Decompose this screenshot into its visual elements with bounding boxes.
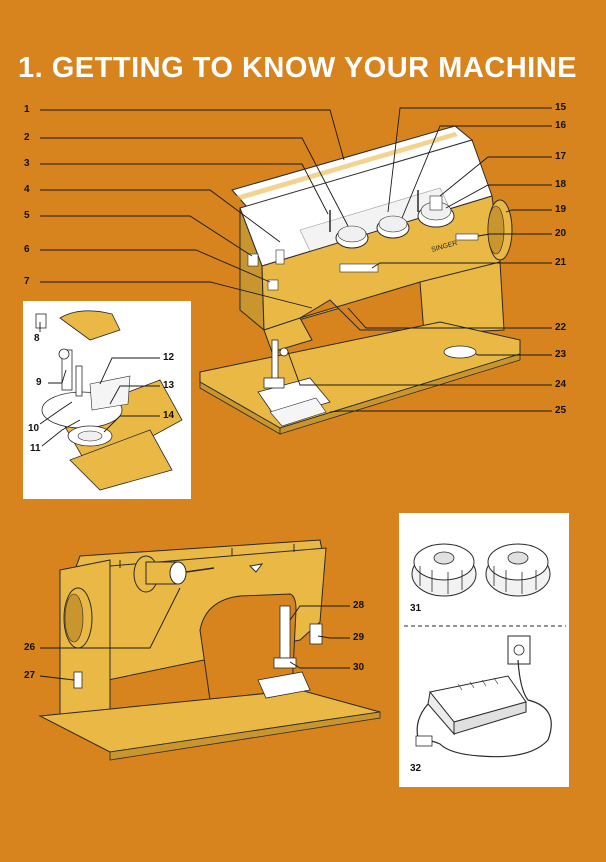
callout-27: 27 (24, 670, 36, 681)
callout-1: 1 (24, 104, 30, 115)
callout-29: 29 (353, 632, 365, 643)
accessories-drawing (399, 513, 569, 787)
callout-3: 3 (24, 158, 30, 169)
callout-21: 21 (555, 257, 567, 268)
callout-25: 25 (555, 405, 567, 416)
callout-31: 31 (410, 603, 422, 614)
pattern-cam-right (485, 543, 551, 597)
inset-detail-drawing (23, 301, 191, 499)
rear-view-machine (38, 539, 381, 761)
callout-30: 30 (353, 662, 365, 673)
callout-15: 15 (555, 102, 567, 113)
callout-28: 28 (353, 600, 365, 611)
callout-32: 32 (410, 763, 422, 774)
callout-22: 22 (555, 322, 567, 333)
callout-14: 14 (163, 410, 175, 421)
callout-23: 23 (555, 349, 567, 360)
front-view-machine: SINGER (40, 107, 552, 435)
callout-11: 11 (30, 443, 41, 454)
callout-26: 26 (24, 642, 36, 653)
callout-12: 12 (163, 352, 175, 363)
callout-6: 6 (24, 244, 30, 255)
callout-16: 16 (555, 120, 567, 131)
callout-8: 8 (34, 333, 40, 344)
callout-17: 17 (555, 151, 567, 162)
callout-9: 9 (36, 377, 42, 388)
callout-10: 10 (28, 423, 40, 434)
pattern-cam-left (411, 543, 477, 597)
callout-4: 4 (24, 184, 30, 195)
callout-24: 24 (555, 379, 567, 390)
page-title: 1. GETTING TO KNOW YOUR MACHINE (18, 52, 578, 84)
callout-2: 2 (24, 132, 30, 143)
callout-19: 19 (555, 204, 567, 215)
callout-5: 5 (24, 210, 30, 221)
callout-20: 20 (555, 228, 567, 239)
callout-18: 18 (555, 179, 567, 190)
callout-13: 13 (163, 380, 175, 391)
callout-7: 7 (24, 276, 30, 287)
